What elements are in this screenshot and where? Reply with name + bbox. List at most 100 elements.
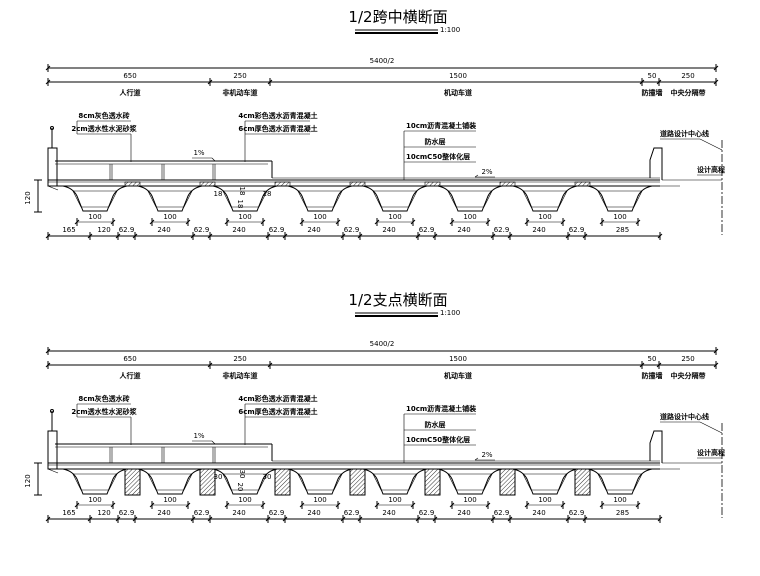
bottom-dim-label: 62.9	[344, 226, 360, 234]
dim-slash	[656, 79, 662, 85]
dim-slash	[656, 362, 662, 368]
dim-slash	[639, 79, 645, 85]
diaphragm	[424, 468, 441, 496]
dim-slash	[657, 516, 663, 522]
box-girder	[287, 185, 353, 212]
bottom-dim-label: 62.9	[269, 509, 285, 517]
box-girder	[212, 185, 278, 212]
dim-slash	[560, 219, 566, 225]
sidewalk-layer-label: 8cm灰色透水砖	[78, 111, 129, 120]
dim-slash	[190, 516, 196, 522]
bottom-dim-label: 62.9	[119, 226, 135, 234]
box-bottom-dim: 100	[538, 213, 551, 221]
bike-layer-label: 4cm彩色透水沥青混凝土	[238, 111, 317, 120]
dim-slash	[207, 362, 213, 368]
line	[47, 468, 59, 474]
dim-slash	[635, 219, 641, 225]
dim-slash	[490, 516, 496, 522]
bottom-dim-label: 285	[616, 509, 629, 517]
bottom-dim-label: 240	[457, 226, 470, 234]
box-bottom-dim: 100	[538, 496, 551, 504]
dim-slash	[507, 516, 513, 522]
line	[474, 457, 479, 461]
road-layer-label: 10cmC50整体化层	[406, 435, 470, 444]
section-2: 1/2支点横断面1:1005400/2650人行道250非机动车道1500机动车…	[24, 291, 725, 523]
dim-slash	[335, 219, 341, 225]
box-girder	[137, 185, 203, 212]
box-girder	[287, 468, 353, 495]
zone-dim-label: 1500	[449, 72, 467, 80]
dim-slash	[415, 233, 421, 239]
box-girder-cell	[147, 190, 193, 208]
box-bottom-dim: 100	[388, 496, 401, 504]
dim-slash	[110, 219, 116, 225]
wet-joint	[499, 181, 516, 187]
bottom-dim-label: 62.9	[344, 509, 360, 517]
box-girder-cell	[297, 473, 343, 491]
dim-slash	[449, 219, 455, 225]
box-bottom-dim: 100	[463, 213, 476, 221]
slope-label-right: 2%	[481, 168, 492, 176]
dim-slash	[224, 219, 230, 225]
bottom-dim-label: 62.9	[569, 226, 585, 234]
bottom-dim-label: 62.9	[419, 226, 435, 234]
dim-slash	[149, 502, 155, 508]
box-girder	[587, 468, 653, 495]
line	[699, 421, 723, 434]
total-dim-label: 5400/2	[370, 340, 395, 348]
bottom-dim-label: 62.9	[494, 226, 510, 234]
box-girder	[62, 185, 128, 212]
dim-slash	[299, 502, 305, 508]
zone-dim-label: 650	[123, 72, 136, 80]
dim-slash	[267, 79, 273, 85]
box-girder-cell	[72, 473, 118, 491]
road-layer-label: 10cm沥青混凝土铺装	[406, 404, 476, 413]
zone-dim-label: 50	[648, 72, 657, 80]
section-title: 1/2支点横断面	[348, 291, 447, 309]
box-bottom-dim: 100	[613, 496, 626, 504]
zone-dim-label: 250	[681, 355, 694, 363]
dim-slash	[265, 516, 271, 522]
dim-slash	[524, 219, 530, 225]
box-bottom-dim: 100	[463, 496, 476, 504]
bottom-dim-label: 240	[307, 226, 320, 234]
elevation-label: 设计高程	[697, 165, 725, 174]
zone-name: 中央分隔带	[671, 371, 706, 380]
diaphragm	[274, 468, 291, 496]
road-layer-label: 10cm沥青混凝土铺装	[406, 121, 476, 130]
dim-slash	[282, 516, 288, 522]
box-girder-cell	[522, 190, 568, 208]
dim-slash	[410, 502, 416, 508]
dim-slash	[357, 516, 363, 522]
dim-slash	[713, 362, 719, 368]
dim-slash	[265, 233, 271, 239]
dim-slash	[190, 233, 196, 239]
zone-dim-label: 250	[233, 355, 246, 363]
box-girder-cell	[222, 190, 268, 208]
total-dim-label: 5400/2	[370, 57, 395, 65]
box-detail-dim: 30	[263, 473, 272, 481]
box-girder	[362, 468, 428, 495]
dim-slash	[340, 516, 346, 522]
sidewalk-layer-label: 2cm透水性水泥砂浆	[71, 124, 137, 133]
elevation-label: 设计高程	[697, 448, 725, 457]
wet-joint	[274, 181, 291, 187]
bike-layer-label: 4cm彩色透水沥青混凝土	[238, 394, 317, 403]
wet-joint	[424, 181, 441, 187]
dim-slash	[87, 516, 93, 522]
box-girder-cell	[297, 190, 343, 208]
zone-dim-label: 250	[233, 72, 246, 80]
box-girder-cell	[72, 190, 118, 208]
box-girder	[62, 468, 128, 495]
bottom-dim-label: 240	[382, 226, 395, 234]
box-detail-dim: 30	[238, 470, 246, 479]
dim-slash	[524, 502, 530, 508]
bottom-dim-label: 240	[307, 509, 320, 517]
box-detail-dim: 18	[214, 190, 223, 198]
centerline-label: 道路设计中心线	[660, 412, 709, 421]
zone-name: 人行道	[120, 371, 141, 380]
zone-dim-label: 1500	[449, 355, 467, 363]
bottom-dim-label: 165	[62, 509, 75, 517]
dim-slash	[374, 502, 380, 508]
box-bottom-dim: 100	[613, 213, 626, 221]
